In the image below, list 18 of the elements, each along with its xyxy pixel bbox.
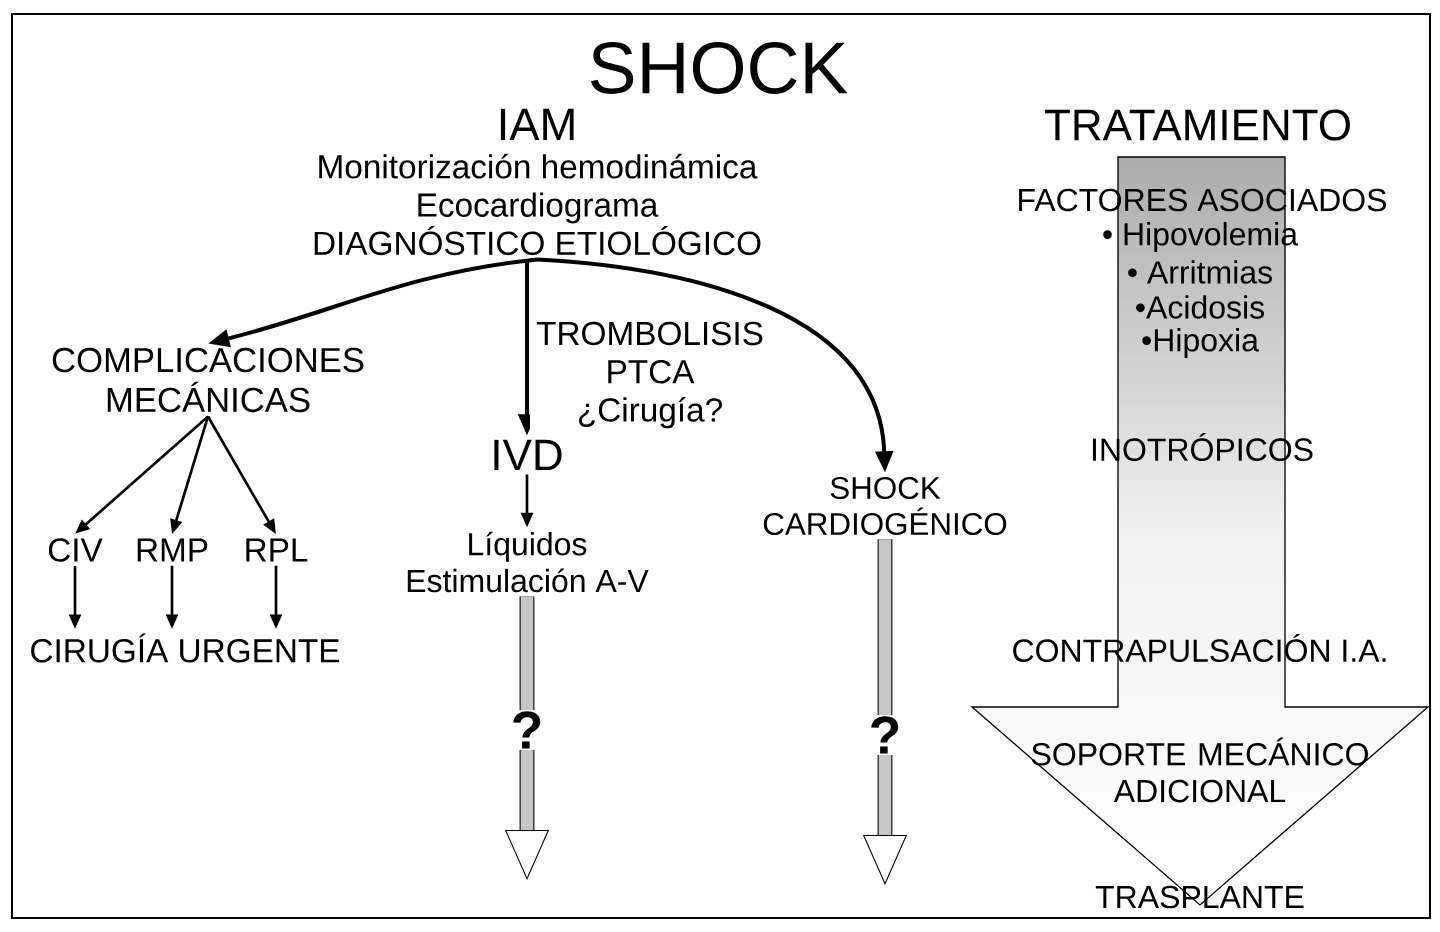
node-text: COMPLICACIONES MECÁNICAS <box>52 347 364 413</box>
edge-label: ? <box>867 715 903 755</box>
node-text: SHOCK CARDIOGÉNICO <box>763 476 1007 536</box>
treatment-label: • Arritmias <box>1128 260 1272 284</box>
treatment-label: •Hipoxia <box>1142 328 1259 358</box>
node-text: RMP <box>137 538 208 562</box>
node-text: CIRUGÍA URGENTE <box>31 633 340 663</box>
node-text: CIV <box>48 538 103 562</box>
treatment-label: SOPORTE MECÁNICO ADICIONAL <box>1031 737 1368 803</box>
heading: TRATAMIENTO <box>1045 109 1350 141</box>
node-text: IAM Monitorización hemodinámica Ecocardiograma DIAGNÓSTICO ETIOLÓGICO <box>314 108 761 256</box>
node-text: IVD <box>494 439 562 471</box>
edge-label: ? <box>509 710 545 750</box>
node-text: RPL <box>246 538 308 562</box>
edge-label: TROMBOLISIS PTCA ¿Cirugía? <box>530 320 770 430</box>
title: SHOCK <box>590 42 848 94</box>
node-text: Líquidos Estimulación A-V <box>407 531 649 593</box>
treatment-label: •Acidosis <box>1136 295 1264 319</box>
